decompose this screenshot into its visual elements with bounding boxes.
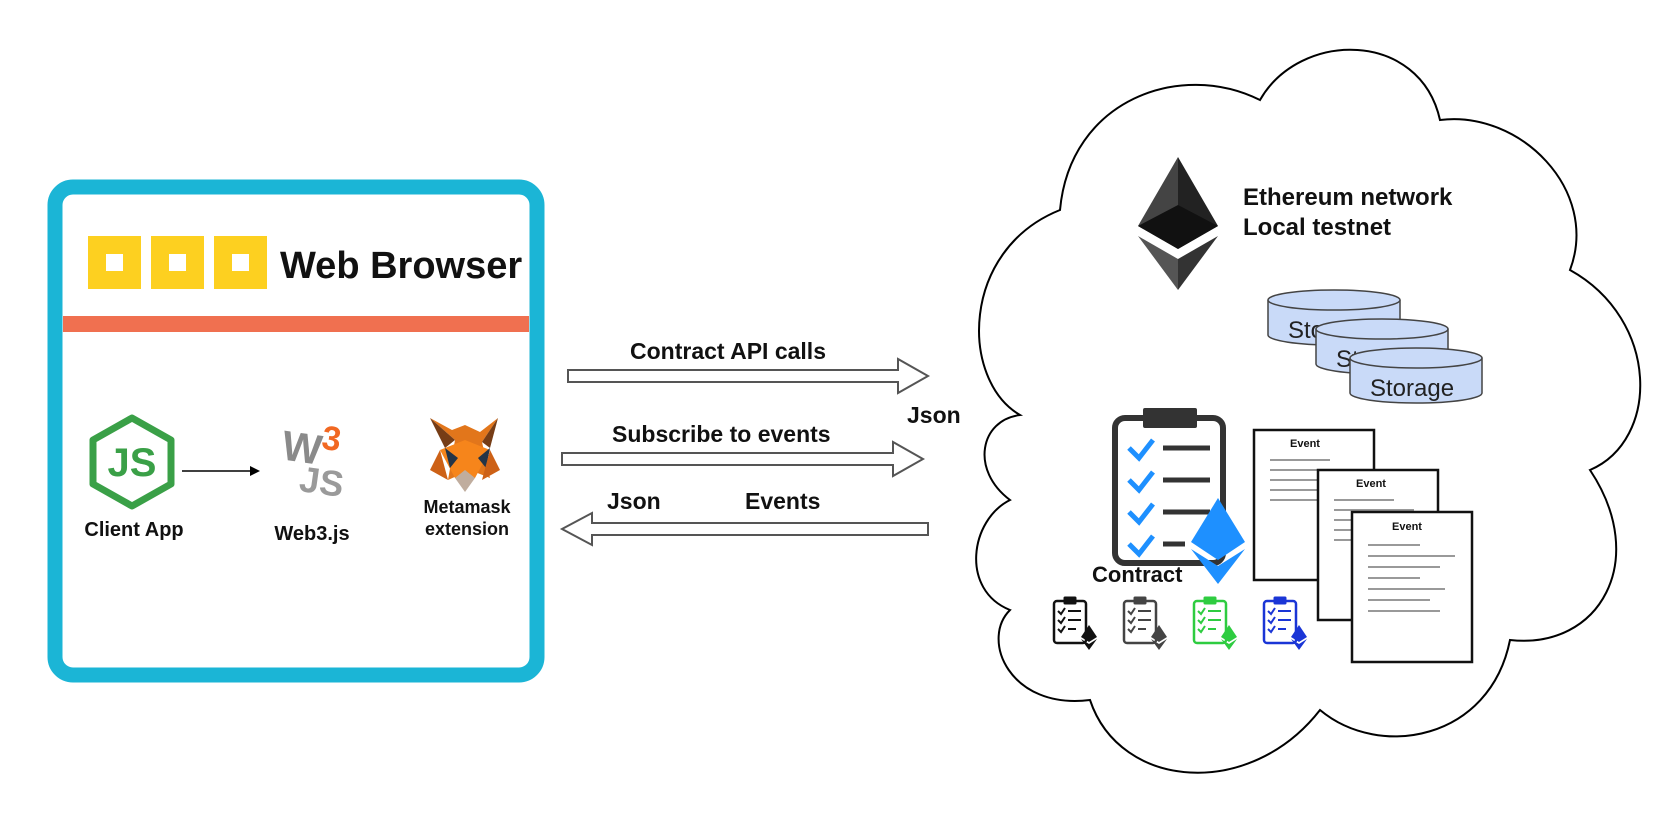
metamask-label-line2: extension (425, 519, 509, 539)
svg-text:Event: Event (1356, 478, 1386, 490)
json-right-label: Json (907, 402, 961, 428)
contract-label: Contract (1092, 562, 1183, 587)
svg-text:Event: Event (1290, 438, 1320, 450)
metamask-fox-icon (430, 418, 500, 492)
contract-api-calls-arrow: Contract API calls (567, 338, 931, 395)
ethereum-icon (1138, 157, 1218, 290)
web3js-label: Web3.js (274, 523, 349, 545)
network-title-line2: Local testnet (1243, 214, 1391, 241)
cloud-outline (975, 48, 1642, 774)
svg-text:JS: JS (297, 458, 346, 505)
storage-cylinder: Storage (1349, 347, 1483, 404)
contract-api-calls-label: Contract API calls (630, 338, 826, 364)
json-left-label: Json (607, 488, 661, 514)
events-return-arrow: Json Events (559, 488, 929, 547)
event-document: Event (1350, 510, 1474, 664)
client-to-web3-arrow (182, 466, 260, 476)
client-app-label: Client App (84, 519, 183, 541)
contract-clipboard-icon (1112, 408, 1245, 584)
svg-text:Event: Event (1392, 521, 1422, 533)
web3js-icon: W 3 JS (279, 419, 346, 505)
window-control-squares (88, 236, 267, 289)
svg-text:JS: JS (108, 441, 157, 485)
ethereum-network-cloud: Ethereum network Local testnet Storage S… (975, 48, 1642, 774)
browser-title: Web Browser (280, 245, 522, 287)
nodejs-icon: JS (89, 414, 175, 510)
browser-frame (47, 179, 545, 683)
web-browser-window: Web Browser JS Client App W 3 JS Web3.js (47, 179, 545, 683)
metamask-label-line1: Metamask (423, 497, 511, 517)
subscribe-events-arrow: Subscribe to events (561, 421, 926, 478)
svg-text:W: W (279, 422, 325, 474)
network-title-line1: Ethereum network (1243, 184, 1453, 211)
subscribe-events-label: Subscribe to events (612, 421, 831, 447)
browser-toolbar-bar (63, 316, 529, 332)
events-label: Events (745, 488, 820, 514)
svg-text:Storage: Storage (1370, 375, 1454, 402)
